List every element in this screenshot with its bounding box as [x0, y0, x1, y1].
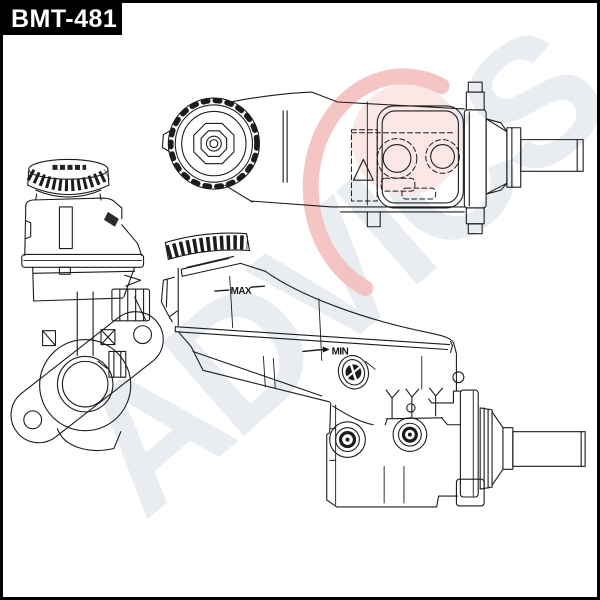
mounting-flange-end-view: [3, 301, 174, 454]
top-view-drawing: [162, 82, 583, 233]
mounting-flange-main-view: [456, 390, 484, 506]
cylinder-bore-end-view: [40, 340, 131, 451]
reservoir-tank-main-view: [161, 263, 463, 402]
part-number-label: BMT-481: [3, 3, 122, 35]
push-rod-main-view: [513, 432, 585, 467]
cylinder-rod-top-view: [486, 119, 583, 194]
level-window-mark: [103, 211, 119, 227]
reservoir-mount-bracket: [386, 388, 442, 419]
min-level-label: MIN: [332, 346, 349, 357]
outlet-port-primary: [330, 422, 366, 458]
reservoir-cap-top-view: [162, 98, 259, 189]
master-cylinder-body: [327, 391, 461, 507]
reservoir-side-view-drawing: [3, 159, 174, 453]
reservoir-cap-main-view: [165, 233, 249, 259]
max-level-label: MAX: [231, 286, 252, 297]
fluid-level-annotations: MAX MIN: [215, 286, 349, 357]
sensor-socket-side-view: [112, 289, 150, 321]
main-assembly-view-drawing: MAX MIN: [161, 233, 585, 507]
level-sensor-connector: [334, 352, 373, 393]
technical-drawing: MAX MIN: [3, 3, 597, 597]
mounting-flange-top-view: [464, 82, 486, 233]
reservoir-cap-side-view: [28, 159, 109, 197]
warning-triangle-mark: [353, 159, 373, 180]
piston-seal-stack: [480, 408, 513, 489]
part-number-text: BMT-481: [11, 4, 118, 33]
hidden-ports-dashed: [351, 130, 459, 201]
outlet-port-secondary: [393, 418, 427, 452]
